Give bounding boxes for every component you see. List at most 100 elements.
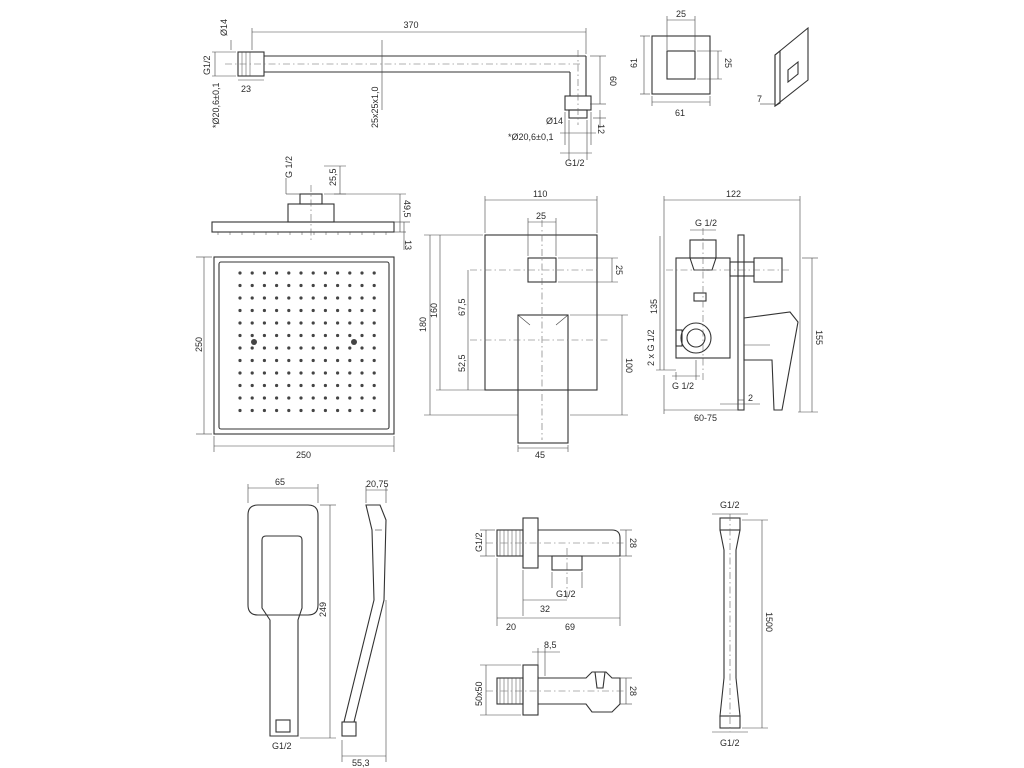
- nozzle: [262, 346, 266, 350]
- side-bottom-inlet-label: G 1/2: [672, 381, 694, 391]
- nozzle: [360, 308, 364, 313]
- nozzle: [348, 346, 352, 350]
- elbow-base-label: 20: [506, 622, 516, 632]
- nozzle: [287, 396, 291, 400]
- mixer-front-view: [424, 196, 628, 452]
- nozzle: [348, 333, 352, 338]
- mixer-stem-h-label: 25: [614, 265, 624, 275]
- nozzle: [299, 296, 303, 300]
- nozzle: [311, 396, 315, 400]
- nozzle: [323, 371, 327, 375]
- nozzle: [336, 271, 340, 275]
- nozzle: [238, 271, 242, 275]
- nozzle: [299, 283, 303, 288]
- nozzle: [250, 346, 254, 350]
- nozzle: [262, 296, 266, 300]
- nozzle: [275, 283, 279, 288]
- flange-width-label: 61: [675, 108, 685, 118]
- nozzle: [348, 371, 352, 375]
- nozzle: [323, 358, 327, 363]
- side-body-height-label: 135: [649, 299, 659, 314]
- nozzle: [287, 283, 291, 288]
- nozzle: [250, 296, 254, 300]
- side-inlet-label: G 1/2: [695, 218, 717, 228]
- arm-end-dia-label: Ø14: [546, 116, 563, 126]
- nozzle: [336, 396, 340, 400]
- nozzle: [348, 308, 352, 313]
- nozzle: [299, 346, 303, 350]
- nozzle: [372, 408, 376, 413]
- nozzle: [262, 283, 266, 288]
- nozzle: [336, 283, 340, 288]
- holder-height-label: 28: [628, 686, 638, 696]
- mixer-side-view: [656, 196, 818, 414]
- nozzle: [262, 396, 266, 400]
- nozzle: [238, 358, 242, 363]
- nozzle: [348, 296, 352, 300]
- nozzle: [287, 321, 291, 325]
- head-total-label: 49,5: [402, 200, 412, 218]
- hand-thread-label: G1/2: [272, 741, 292, 751]
- nozzle: [348, 358, 352, 363]
- shower-arm-drawing: [212, 28, 606, 160]
- hand-shower-side: [341, 486, 388, 762]
- nozzle: [336, 346, 340, 350]
- nozzle: [311, 358, 315, 363]
- nozzle: [275, 396, 279, 400]
- wall-holder: [480, 648, 632, 716]
- nozzle: [360, 321, 364, 325]
- nozzle: [323, 271, 327, 275]
- nozzle: [287, 371, 291, 375]
- shower-head-side: [211, 165, 410, 250]
- nozzle: [287, 333, 291, 338]
- nozzle: [372, 296, 376, 300]
- nozzle: [262, 358, 266, 363]
- nozzle: [360, 296, 364, 300]
- nozzle: [250, 396, 254, 400]
- hose-top-thread-label: G1/2: [720, 500, 740, 510]
- nozzle: [299, 408, 303, 413]
- head-thread-label: G 1/2: [284, 156, 294, 178]
- arm-nut-dia-label: *Ø20,6±0,1: [211, 83, 221, 128]
- arm-end-nut-label: *Ø20,6±0,1: [508, 132, 553, 142]
- nozzle: [299, 371, 303, 375]
- nozzle: [348, 383, 352, 388]
- nozzle: [311, 333, 315, 338]
- nozzle: [360, 371, 364, 375]
- nozzle: [238, 333, 242, 338]
- nozzle: [360, 396, 364, 400]
- nozzle: [250, 308, 254, 313]
- mixer-handle-height-label: 100: [624, 358, 634, 373]
- flange-depth-label: 7: [757, 94, 762, 104]
- head-plate-label: 13: [403, 240, 413, 250]
- nozzle: [311, 308, 315, 313]
- mixer-upper-label: 67,5: [457, 298, 467, 316]
- nozzle: [323, 408, 327, 413]
- arm-end-length-label: 12: [596, 124, 606, 134]
- side-depth-label: 122: [726, 189, 741, 199]
- nozzle: [360, 383, 364, 388]
- nozzle: [275, 271, 279, 275]
- nozzle: [275, 321, 279, 325]
- hand-depth-label: 55,3: [352, 758, 370, 768]
- nozzle: [311, 321, 315, 325]
- head-height-label: 250: [194, 337, 204, 352]
- nozzle: [323, 321, 327, 325]
- nozzle: [311, 383, 315, 388]
- nozzle: [262, 333, 266, 338]
- nozzle: [275, 346, 279, 350]
- nozzle: [311, 346, 315, 350]
- arm-pipe-dia-label: Ø14: [219, 19, 229, 36]
- nozzle: [311, 283, 315, 288]
- shower-head-front: [196, 256, 395, 452]
- nozzle: [372, 358, 376, 363]
- nozzle: [262, 321, 266, 325]
- wall-flange-front: [640, 16, 722, 106]
- side-offset-label: 2: [748, 393, 753, 403]
- nozzle: [323, 308, 327, 313]
- nozzle: [336, 371, 340, 375]
- nozzle: [238, 321, 242, 325]
- mixer-lower-label: 52,5: [457, 354, 467, 372]
- nozzle: [311, 296, 315, 300]
